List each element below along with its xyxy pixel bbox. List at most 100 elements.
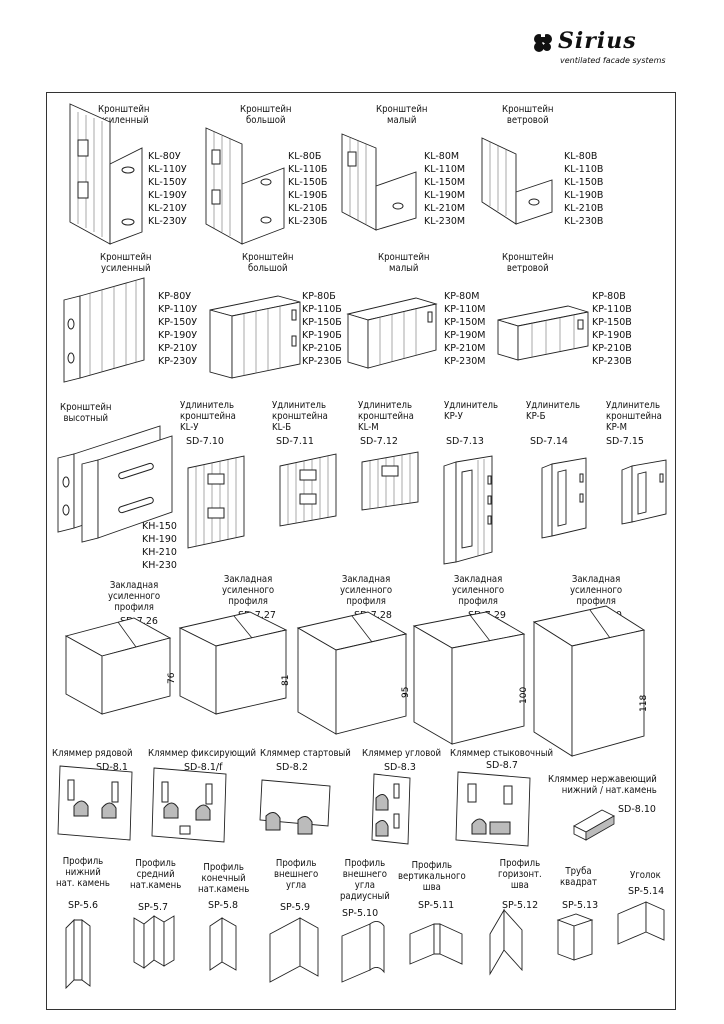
product-code: SP-5.12	[502, 900, 539, 911]
product-code: SP-5.11	[418, 900, 455, 911]
clover-logo-icon	[534, 33, 552, 52]
extender-kp-u-drawing	[443, 455, 493, 565]
profile-sp-5-10-drawing	[341, 921, 385, 983]
profile-sp-5-11-drawing	[409, 923, 463, 965]
profile-sp-5-12-drawing	[489, 908, 523, 976]
brand-logo: Sirius ventilated facade systems	[530, 26, 690, 68]
product-code: SP-5.9	[280, 902, 311, 913]
product-code: SD-8.7	[486, 760, 518, 771]
product-code: SD-8.10	[618, 804, 656, 815]
product-code: SD-7.11	[276, 436, 314, 447]
profile-sp-5-14-drawing	[617, 901, 665, 945]
clamp-sd-8-7-drawing	[455, 771, 531, 847]
extender-kp-b-drawing	[541, 457, 587, 539]
clamp-sd-8-3-drawing	[371, 773, 411, 845]
product-code: SD-8.3	[384, 762, 416, 773]
caption: Кляммер угловой	[362, 748, 442, 759]
profile-sp-5-8-drawing	[209, 917, 237, 971]
product-code: SD-7.15	[606, 436, 644, 447]
caption: Кляммер стыкoвочный	[450, 748, 553, 759]
bracket-u-large-drawing	[209, 295, 301, 379]
brand-tagline: ventilated facade systems	[560, 56, 666, 65]
product-code: SD-8.1/f	[184, 762, 223, 773]
caption: Кляммер рядовой	[52, 748, 133, 759]
dimension-label: 100	[519, 687, 529, 704]
product-code: SP-5.7	[138, 902, 169, 913]
bracket-l-reinforced-drawing	[69, 103, 143, 245]
profile-sp-5-6-drawing	[65, 918, 91, 990]
bracket-u-small-drawing	[346, 297, 438, 369]
extender-kl-u-drawing	[187, 455, 245, 549]
product-code: SD-7.10	[186, 436, 224, 447]
product-code: SD-7.12	[360, 436, 398, 447]
clamp-sd-8-10-drawing	[573, 809, 615, 841]
bracket-l-small-drawing	[341, 133, 417, 231]
product-code: SD-8.1	[96, 762, 128, 773]
product-code: SD-7.14	[530, 436, 568, 447]
embed-sd-7-27-drawing: 81	[178, 611, 291, 715]
embed-sd-7-29-drawing: 100	[412, 611, 529, 745]
bracket-l-wind-drawing	[481, 137, 553, 225]
brand-name: Sirius	[558, 28, 637, 54]
embed-sd-7-26-drawing: 76	[64, 617, 177, 715]
extender-kl-m-drawing	[361, 451, 419, 511]
caption: Кляммер стартовый	[260, 748, 351, 759]
embed-sd-7-28-drawing: 95	[296, 611, 411, 735]
extender-kl-b-drawing	[279, 453, 337, 527]
clamp-sd-8-1-drawing	[57, 765, 133, 841]
product-code: SD-7.13	[446, 436, 484, 447]
dimension-label: 76	[167, 672, 177, 684]
bracket-l-large-drawing	[205, 127, 285, 245]
profile-sp-5-7-drawing	[133, 915, 175, 969]
product-code: SP-5.13	[562, 900, 599, 911]
extender-kp-m-drawing	[621, 459, 667, 525]
bracket-u-reinforced-drawing	[63, 277, 145, 383]
caption: Кляммер фиксирующий	[148, 748, 257, 759]
bracket-u-wind-drawing	[497, 305, 589, 361]
dimension-label: 118	[639, 695, 649, 712]
product-code: SP-5.10	[342, 908, 379, 919]
clamp-sd-8-2-drawing	[259, 779, 331, 835]
product-code: SP-5.14	[628, 886, 665, 897]
profile-sp-5-9-drawing	[269, 917, 319, 983]
bracket-high-drawing	[57, 425, 173, 543]
dimension-label: 81	[281, 675, 291, 686]
product-code: SP-5.8	[208, 900, 239, 911]
profile-sp-5-13-drawing	[556, 913, 594, 961]
product-code: SD-8.2	[276, 762, 308, 773]
